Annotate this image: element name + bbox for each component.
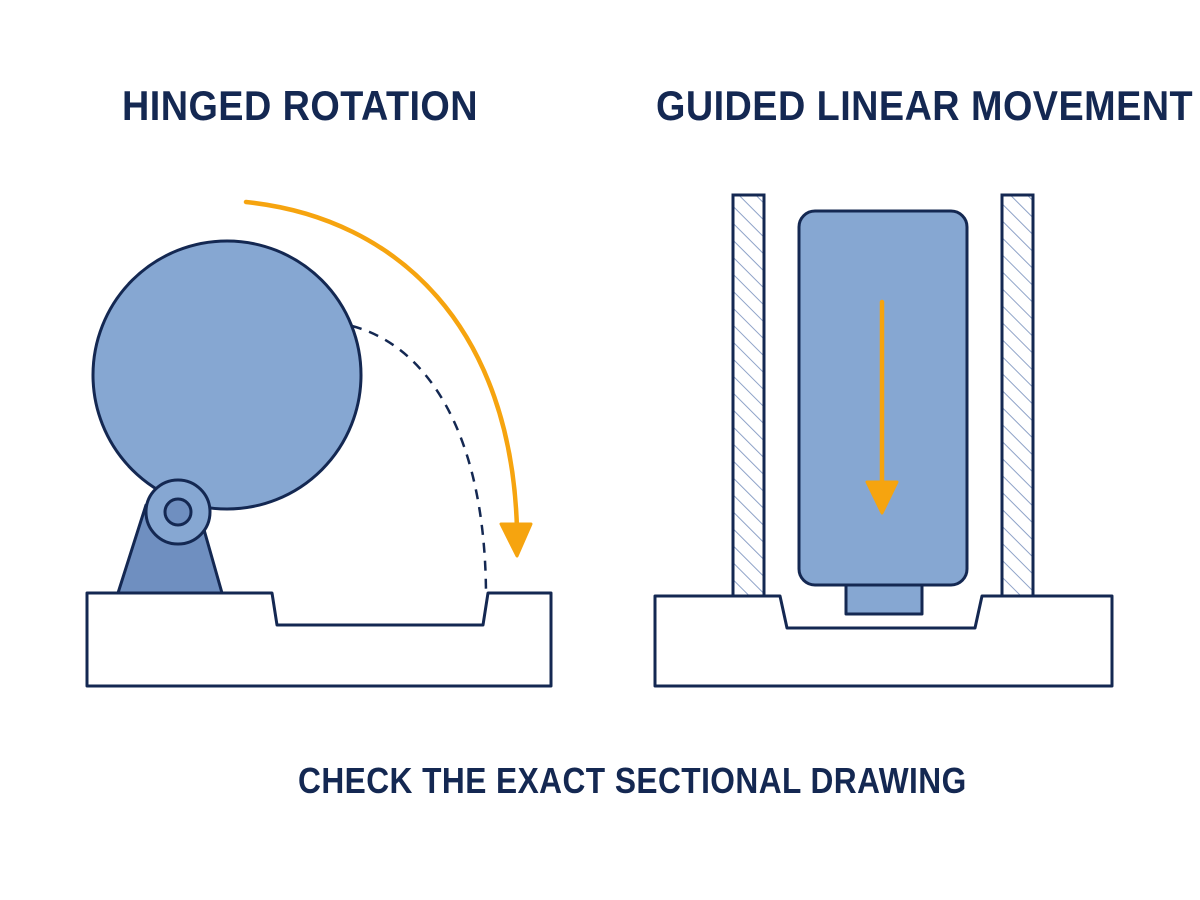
slider-tenon	[844, 582, 924, 616]
guided-linear-panel	[653, 193, 1114, 688]
swing-path-dashed	[351, 324, 488, 594]
rotation-arrow-icon	[243, 199, 520, 533]
heading-guided-linear-movement: GUIDED LINEAR MOVEMENT	[656, 82, 1194, 129]
left-guide-wall	[731, 193, 766, 598]
caption-text: CHECK THE EXACT SECTIONAL DRAWING	[298, 760, 967, 801]
right-guide-wall	[1000, 193, 1035, 598]
hinge-pin-inner	[163, 497, 193, 527]
right-base-block	[653, 594, 1114, 688]
linear-arrowhead-icon	[865, 480, 899, 515]
heading-hinged-rotation: HINGED ROTATION	[122, 82, 479, 129]
hinged-rotation-panel	[85, 199, 553, 688]
rotation-arrowhead-icon	[499, 522, 533, 558]
rotating-disc	[91, 239, 363, 511]
left-base-block	[85, 591, 553, 688]
